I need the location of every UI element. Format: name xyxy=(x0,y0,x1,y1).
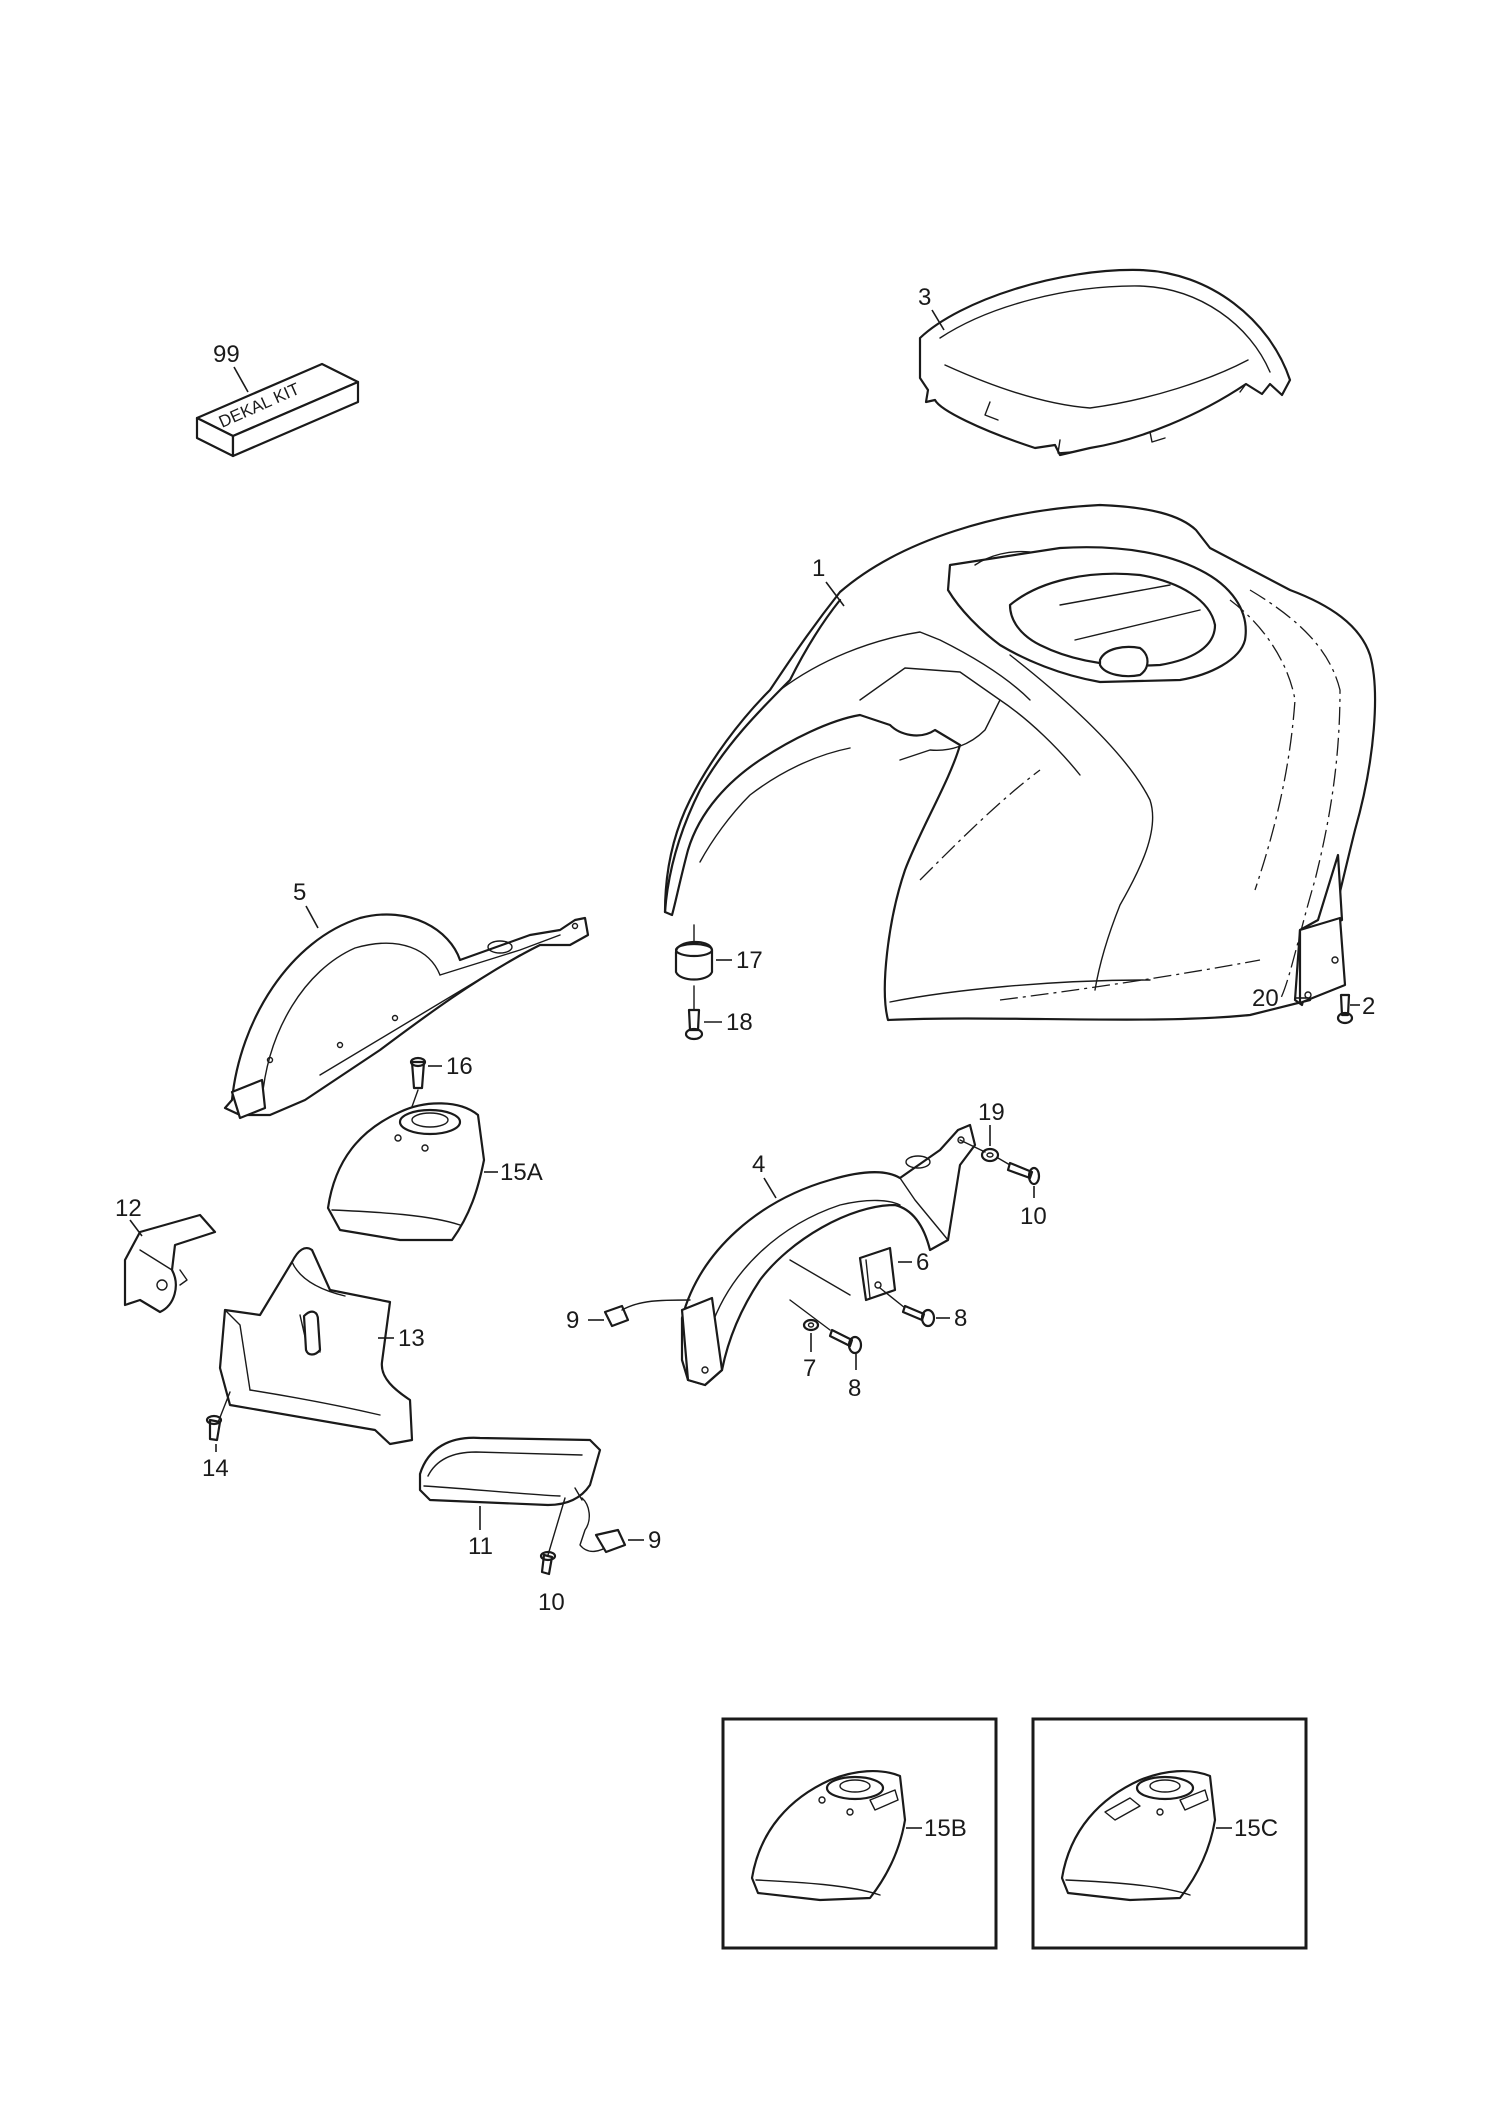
inset-box-15c xyxy=(1031,1717,1308,1950)
callout-13: 13 xyxy=(398,1325,425,1352)
bracket-part-12 xyxy=(123,1213,217,1314)
callout-15c: 15C xyxy=(1234,1815,1278,1842)
callout-7: 7 xyxy=(803,1355,816,1382)
callout-8-lower: 8 xyxy=(848,1375,861,1402)
screw-part-10-upper xyxy=(997,1157,1041,1186)
bracket-part-20 xyxy=(1298,916,1347,1005)
callout-14: 14 xyxy=(202,1455,229,1482)
callout-8-right: 8 xyxy=(954,1305,967,1332)
callout-99: 99 xyxy=(213,341,240,368)
decal-kit-box: DEKAL KIT xyxy=(195,362,360,458)
screw-part-18 xyxy=(684,985,704,1041)
callout-10-upper: 10 xyxy=(1020,1203,1047,1230)
footplate-part-11 xyxy=(418,1436,602,1507)
screw-part-10-lower xyxy=(539,1497,566,1576)
washer-part-7 xyxy=(802,1318,820,1332)
callout-3: 3 xyxy=(918,284,931,311)
callout-9-lower: 9 xyxy=(648,1527,661,1554)
callout-11: 11 xyxy=(468,1533,493,1560)
screw-part-8-right xyxy=(879,1287,936,1328)
main-hood-part-1 xyxy=(663,503,1377,1022)
callout-20: 20 xyxy=(1252,985,1279,1012)
console-part-13 xyxy=(218,1246,414,1446)
callout-12: 12 xyxy=(115,1195,142,1222)
callout-19: 19 xyxy=(978,1099,1005,1126)
washer-part-19 xyxy=(959,1139,1000,1163)
callout-16: 16 xyxy=(446,1053,473,1080)
clip-part-9-lower xyxy=(579,1497,627,1554)
rubber-bumper-part-17 xyxy=(674,924,714,981)
top-cover-part-3 xyxy=(918,268,1292,457)
callout-1: 1 xyxy=(812,555,825,582)
clip-part-9-upper xyxy=(603,1299,691,1328)
callout-10-lower: 10 xyxy=(538,1589,565,1616)
callout-5: 5 xyxy=(293,879,306,906)
callout-15b: 15B xyxy=(924,1815,967,1842)
callout-2: 2 xyxy=(1362,993,1375,1020)
callout-18: 18 xyxy=(726,1009,753,1036)
screw-part-2 xyxy=(1336,993,1354,1025)
right-fender-part-4 xyxy=(680,1123,977,1387)
bracket-part-6 xyxy=(858,1246,897,1302)
screw-part-8-lower xyxy=(789,1299,863,1355)
left-fender-part-5 xyxy=(223,913,590,1120)
callout-9-upper: 9 xyxy=(566,1307,579,1334)
cover-part-15a xyxy=(326,1102,486,1242)
callout-4: 4 xyxy=(752,1151,765,1178)
inset-box-15b xyxy=(721,1717,998,1950)
callout-17: 17 xyxy=(736,947,763,974)
callout-6: 6 xyxy=(916,1249,929,1276)
callout-15a: 15A xyxy=(500,1159,543,1186)
screw-part-14 xyxy=(205,1391,231,1442)
